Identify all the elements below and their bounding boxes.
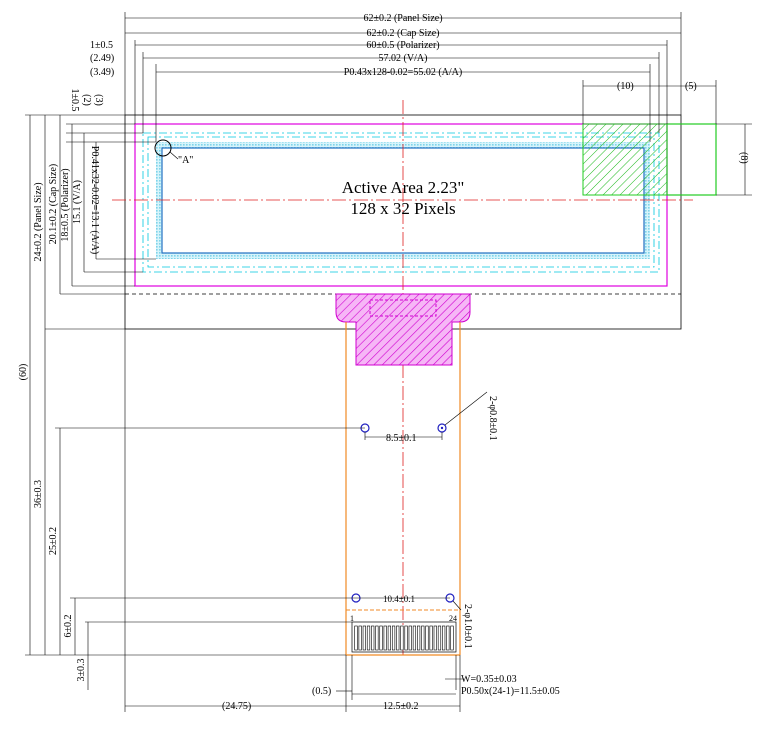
fpc-contact (408, 625, 412, 651)
dim-3: 3±0.3 (76, 659, 87, 682)
fpc-contact (358, 625, 362, 651)
active-area-title: Active Area 2.23" (342, 178, 465, 197)
dim-10: (10) (617, 81, 634, 92)
dim-125: 12.5±0.2 (383, 701, 419, 712)
dim-cap-size: 62±0.2 (Cap Size) (367, 28, 440, 39)
inner-va-outline (147, 136, 655, 268)
pin-last-label: 24 (449, 614, 457, 623)
fpc-contact (387, 625, 391, 651)
detail-a-leader (169, 151, 179, 160)
detail-a-circle (154, 139, 172, 157)
dim-36: 36±0.3 (33, 480, 44, 508)
dim-va-h: 15.1 (V/A) (72, 180, 83, 224)
hole2-note-label: 2-φ1.0±0.1 (462, 604, 473, 649)
fpc-stiffener (335, 293, 471, 366)
fpc-contact (400, 625, 404, 651)
fpc-contact (429, 625, 433, 651)
dim-panel-size: 62±0.2 (Panel Size) (363, 13, 442, 24)
left-extension-lines (25, 114, 365, 656)
dim-cap-h: 20.1±0.2 (Cap Size) (48, 164, 59, 244)
dim-pitch: P0.50x(24-1)=11.5±0.05 (461, 686, 560, 697)
fpc-contact (371, 625, 375, 651)
fpc-contact (379, 625, 383, 651)
dim-v1: 1±0.5 (69, 89, 80, 112)
fpc-contact (425, 625, 429, 651)
dim-v2: (2) (81, 94, 92, 106)
fpc-contact (446, 625, 450, 651)
hole-note-label: 2-φ0.8±0.1 (487, 396, 498, 441)
dim-6: 6±0.2 (63, 615, 74, 638)
hole-note-leader (444, 391, 488, 426)
fpc-contact (396, 625, 400, 651)
dim-total-60: (60) (18, 364, 29, 381)
dim-aa-h: P0.41x32-0.02=13.1 (A/A) (89, 146, 100, 254)
fpc-contact (391, 625, 396, 651)
fpc-window (369, 299, 437, 317)
viewing-area-outline (142, 132, 660, 273)
dim-5: (5) (685, 81, 697, 92)
dim-v3: (3) (93, 94, 104, 106)
dim-left-3: (3.49) (90, 67, 114, 78)
dim-panel-h: 24±0.2 (Panel Size) (33, 182, 44, 261)
fpc-contact (375, 625, 379, 651)
pin-first-label: 1 (350, 614, 354, 623)
dim-25: 25±0.2 (48, 527, 59, 555)
fpc-contact (442, 625, 446, 651)
top-extension-lines (124, 12, 717, 142)
dim-8: (8) (738, 152, 749, 164)
polarizer-outline (134, 123, 668, 287)
dim-va: 57.02 (V/A) (379, 53, 428, 64)
dim-width: W=0.35±0.03 (461, 674, 517, 685)
dim-05: (0.5) (312, 686, 331, 697)
fpc-contact (437, 625, 442, 651)
dim-left-2: (2.49) (90, 53, 114, 64)
fpc-contact (421, 625, 425, 651)
green-tab-outline (666, 123, 717, 196)
fpc-contact (354, 625, 358, 651)
fpc-contacts (354, 625, 454, 651)
dim-aa: P0.43x128-0.02=55.02 (A/A) (344, 67, 462, 78)
fpc-contact (433, 625, 437, 651)
hole-pitch-label: 8.5±0.1 (386, 433, 417, 444)
dim-polarizer: 60±0.5 (Polarizer) (366, 40, 439, 51)
fpc-contact (417, 625, 421, 651)
fpc-contact (412, 625, 417, 651)
dim-left-1: 1±0.5 (90, 40, 113, 51)
fpc-contact (362, 625, 366, 651)
fpc-contact (383, 625, 387, 651)
dim-2475: (24.75) (222, 701, 251, 712)
fpc-contact (366, 625, 371, 651)
hole-right-center (440, 426, 444, 430)
pixel-count-label: 128 x 32 Pixels (350, 199, 455, 218)
green-hatch-area (582, 123, 668, 196)
hole2-pitch-label: 10.4±0.1 (383, 594, 415, 604)
detail-a-label: "A" (178, 155, 193, 166)
dim-pol-h: 18±0.5 (Polarizer) (60, 168, 71, 241)
fpc-contact (404, 625, 408, 651)
contact-area (351, 621, 457, 653)
fpc-contact (450, 625, 454, 651)
